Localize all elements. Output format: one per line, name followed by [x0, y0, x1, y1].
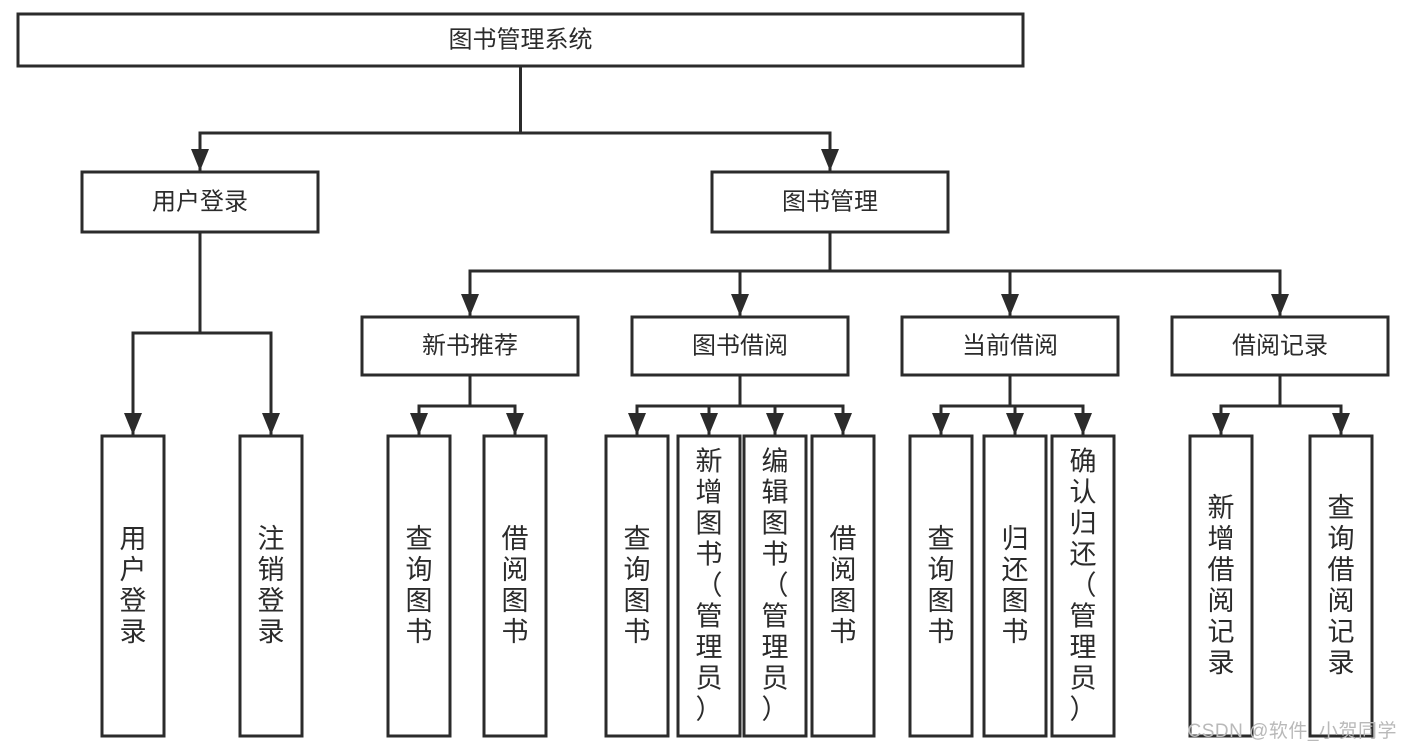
node-borrow-records[interactable]: 借阅记录 [1170, 315, 1390, 377]
arrow-head-icon [821, 149, 839, 171]
node-box [742, 434, 808, 738]
node-box [710, 170, 950, 234]
edge-group-root [191, 64, 839, 172]
arrow-head-icon [1271, 294, 1289, 316]
edge-group-borrow-records [1212, 373, 1350, 436]
node-box [908, 434, 974, 738]
arrow-head-icon [1332, 413, 1350, 435]
node-box [1170, 315, 1390, 377]
node-leaf-query-book-2[interactable]: 查询图书 [604, 434, 670, 738]
node-label: 借阅图书 [830, 524, 857, 647]
node-label: 查询图书 [624, 524, 651, 647]
arrow-head-icon [700, 413, 718, 435]
node-box [1308, 434, 1374, 738]
node-box [16, 12, 1025, 68]
node-book-borrow[interactable]: 图书借阅 [630, 315, 850, 377]
node-leaf-logout[interactable]: 注销登录 [238, 434, 304, 738]
node-leaf-edit-book[interactable]: 编辑图书（管理员） [742, 434, 808, 738]
node-label: 新书推荐 [422, 332, 518, 359]
node-label: 查询图书 [928, 524, 955, 647]
node-label: 当前借阅 [962, 332, 1058, 359]
node-box [604, 434, 670, 738]
node-box [982, 434, 1048, 738]
arrow-head-icon [932, 413, 950, 435]
node-book-manage[interactable]: 图书管理 [710, 170, 950, 234]
node-label: 确认归还（管理员） [1070, 447, 1097, 725]
node-label: 新增图书（管理员） [696, 447, 723, 725]
node-leaf-borrow-book-2[interactable]: 借阅图书 [810, 434, 876, 738]
node-label: 图书借阅 [692, 332, 788, 359]
node-new-book-recommend[interactable]: 新书推荐 [360, 315, 580, 377]
node-layer: 图书管理系统用户登录图书管理新书推荐图书借阅当前借阅借阅记录用户登录注销登录查询… [16, 12, 1390, 738]
node-box [630, 315, 850, 377]
node-box [80, 170, 320, 234]
edge-group-current-borrow [932, 373, 1092, 436]
node-box [1188, 434, 1254, 738]
node-label: 用户登录 [120, 524, 147, 647]
node-box [360, 315, 580, 377]
node-box [900, 315, 1120, 377]
node-label: 查询借阅记录 [1328, 493, 1355, 678]
arrow-head-icon [410, 413, 428, 435]
node-user-login[interactable]: 用户登录 [80, 170, 320, 234]
node-leaf-add-book[interactable]: 新增图书（管理员） [676, 434, 742, 738]
arrow-head-icon [124, 413, 142, 435]
node-label: 编辑图书（管理员） [762, 447, 789, 725]
arrow-head-icon [766, 413, 784, 435]
node-leaf-user-login[interactable]: 用户登录 [100, 434, 166, 738]
arrow-head-icon [1006, 413, 1024, 435]
node-label: 新增借阅记录 [1208, 493, 1235, 678]
connector-layer [124, 64, 1350, 436]
arrow-head-icon [628, 413, 646, 435]
arrow-head-icon [834, 413, 852, 435]
node-label: 注销登录 [258, 524, 285, 647]
node-box [1050, 434, 1116, 738]
node-box [238, 434, 304, 738]
node-leaf-return-book[interactable]: 归还图书 [982, 434, 1048, 738]
node-label: 查询图书 [406, 524, 433, 647]
edge-group-user-login [124, 230, 280, 436]
arrow-head-icon [262, 413, 280, 435]
arrow-head-icon [1001, 294, 1019, 316]
node-box [100, 434, 166, 738]
node-leaf-query-book-3[interactable]: 查询图书 [908, 434, 974, 738]
edge-group-new-book-recommend [410, 373, 524, 436]
arrow-head-icon [191, 149, 209, 171]
arrow-head-icon [731, 294, 749, 316]
node-box [810, 434, 876, 738]
edge-group-book-borrow [628, 373, 852, 436]
node-leaf-query-book-1[interactable]: 查询图书 [386, 434, 452, 738]
arrow-head-icon [1212, 413, 1230, 435]
node-label: 图书管理系统 [449, 26, 593, 53]
node-box [482, 434, 548, 738]
node-root[interactable]: 图书管理系统 [16, 12, 1025, 68]
node-leaf-borrow-book-1[interactable]: 借阅图书 [482, 434, 548, 738]
node-leaf-query-record[interactable]: 查询借阅记录 [1308, 434, 1374, 738]
node-label: 归还图书 [1002, 524, 1029, 647]
node-box [386, 434, 452, 738]
node-box [676, 434, 742, 738]
node-label: 用户登录 [152, 188, 248, 215]
arrow-head-icon [461, 294, 479, 316]
node-label: 借阅图书 [502, 524, 529, 647]
node-leaf-add-record[interactable]: 新增借阅记录 [1188, 434, 1254, 738]
node-label: 借阅记录 [1232, 332, 1328, 359]
arrow-head-icon [1074, 413, 1092, 435]
node-label: 图书管理 [782, 188, 878, 215]
node-leaf-confirm-return[interactable]: 确认归还（管理员） [1050, 434, 1116, 738]
arrow-head-icon [506, 413, 524, 435]
edge-group-book-manage [461, 230, 1289, 317]
node-current-borrow[interactable]: 当前借阅 [900, 315, 1120, 377]
